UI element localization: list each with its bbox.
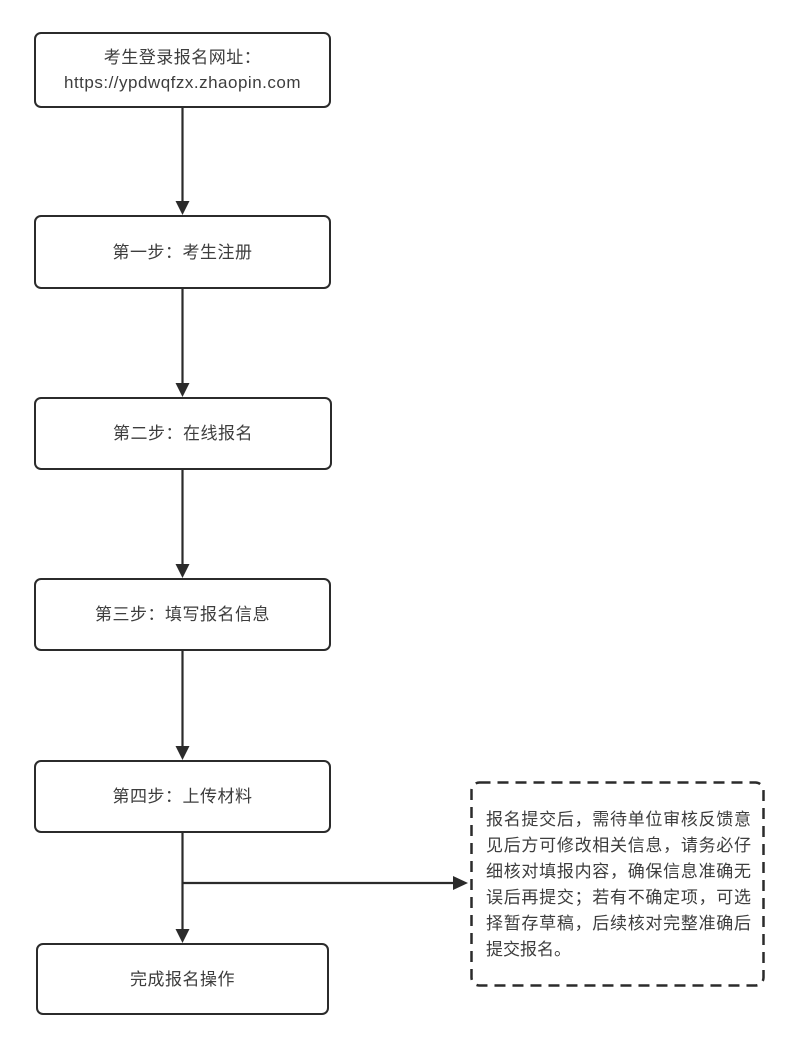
step3-label: 第三步：填写报名信息 bbox=[95, 605, 270, 624]
flow-node-step3: 第三步：填写报名信息 bbox=[34, 578, 331, 651]
note-text: 报名提交后，需待单位审核反馈意见后方可修改相关信息，请务必仔细核对填报内容，确保… bbox=[486, 810, 751, 959]
flow-node-end: 完成报名操作 bbox=[36, 943, 329, 1015]
arrow-start-to-step1 bbox=[175, 108, 190, 215]
note-box: 报名提交后，需待单位审核反馈意见后方可修改相关信息，请务必仔细核对填报内容，确保… bbox=[470, 781, 765, 987]
flow-node-start: 考生登录报名网址： https://ypdwqfzx.zhaopin.com bbox=[34, 32, 331, 108]
step4-label: 第四步：上传材料 bbox=[112, 787, 253, 806]
arrow-branch-to-note bbox=[182, 876, 468, 890]
flow-node-step1: 第一步：考生注册 bbox=[34, 215, 331, 289]
step2-label: 第二步：在线报名 bbox=[113, 424, 253, 443]
note-dashed-border bbox=[470, 781, 765, 987]
end-label: 完成报名操作 bbox=[130, 969, 235, 989]
arrow-step3-to-step4 bbox=[175, 651, 190, 760]
start-label: 考生登录报名网址： bbox=[103, 48, 262, 67]
arrow-step2-to-step3 bbox=[175, 470, 190, 578]
start-url: https://ypdwqfzx.zhaopin.com bbox=[63, 73, 301, 92]
flow-node-step4: 第四步：上传材料 bbox=[34, 760, 331, 833]
arrow-step1-to-step2 bbox=[175, 289, 190, 397]
flow-node-step2: 第二步：在线报名 bbox=[34, 397, 332, 470]
step1-label: 第一步：考生注册 bbox=[112, 242, 253, 262]
arrow-step4-to-end bbox=[175, 833, 190, 943]
